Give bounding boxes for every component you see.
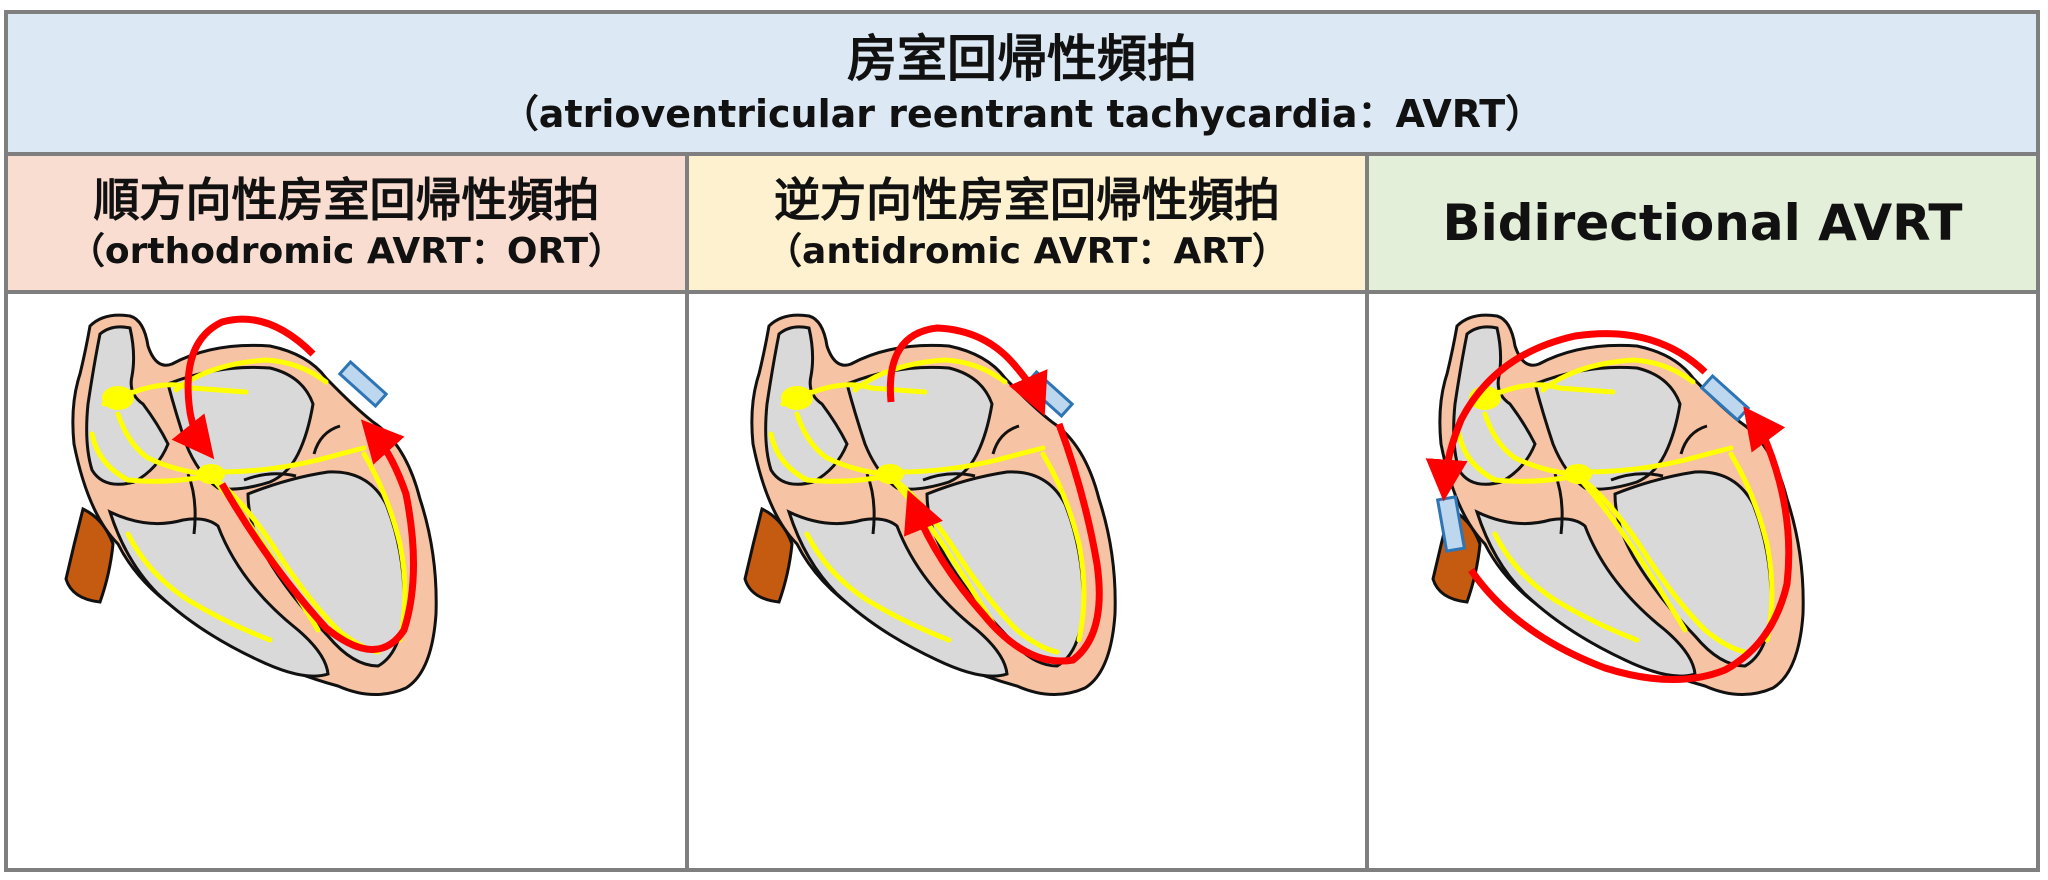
title-banner: 房室回帰性頻拍 （atrioventricular reentrant tach…: [8, 14, 2036, 156]
figure-title: 房室回帰性頻拍: [847, 30, 1197, 88]
column-title-orthodromic: 順方向性房室回帰性頻拍: [93, 173, 600, 227]
column-header-antidromic: 逆方向性房室回帰性頻拍 （antidromic AVRT：ART）: [689, 156, 1369, 294]
accessory-pathway: [337, 359, 389, 409]
column-subtitle-antidromic: （antidromic AVRT：ART）: [766, 231, 1288, 272]
column-title-antidromic: 逆方向性房室回帰性頻拍: [774, 173, 1280, 227]
atrial-circuit-arrow: [886, 324, 1048, 417]
accessory-pathway-left: [1699, 373, 1751, 423]
panel-antidromic: [689, 294, 1369, 868]
heart-illustration: [745, 315, 1115, 694]
column-header-orthodromic: 順方向性房室回帰性頻拍 （orthodromic AVRT：ORT）: [8, 156, 689, 294]
figure-subtitle: （atrioventricular reentrant tachycardia：…: [500, 92, 1544, 136]
avrt-figure: 房室回帰性頻拍 （atrioventricular reentrant tach…: [4, 10, 2040, 872]
heart-illustration: [66, 315, 436, 694]
antegrade-circuit-arrow: [171, 315, 316, 460]
atrial-circuit-arrow: [1425, 330, 1708, 502]
panel-orthodromic: [8, 294, 689, 868]
heart-illustration: [1433, 315, 1803, 694]
heart-diagram-bidirectional: [1425, 294, 2036, 868]
column-subtitle-orthodromic: （orthodromic AVRT：ORT）: [68, 231, 625, 272]
ventricular-circuit-arrow: [1468, 406, 1793, 683]
retrograde-circuit-arrow: [218, 419, 417, 653]
panel-bidirectional: [1369, 294, 2036, 868]
heart-diagram-orthodromic: [8, 294, 689, 868]
heart-diagram-antidromic: [689, 294, 1369, 868]
column-header-bidirectional: Bidirectional AVRT: [1369, 156, 2036, 294]
ventricular-circuit-arrow: [904, 422, 1103, 665]
column-title-bidirectional: Bidirectional AVRT: [1442, 194, 1963, 252]
